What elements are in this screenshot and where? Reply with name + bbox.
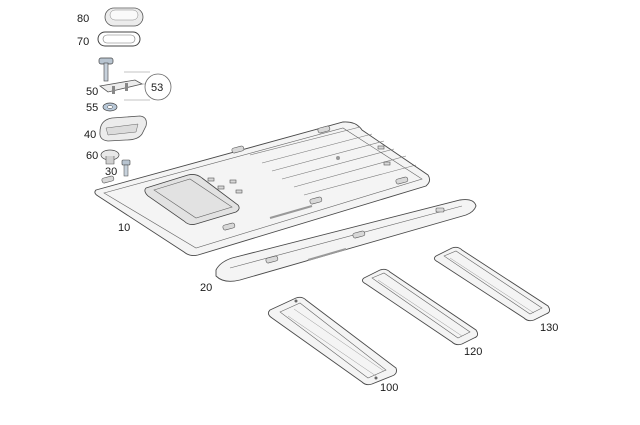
label-40: 40: [84, 129, 96, 141]
part-70-gasket[interactable]: [97, 31, 141, 47]
label-70: 70: [77, 36, 89, 48]
part-40-housing[interactable]: [99, 115, 147, 142]
part-80-cap[interactable]: [104, 7, 144, 27]
part-30-screw[interactable]: [121, 159, 131, 177]
part-120-roof-bow[interactable]: [361, 268, 479, 346]
label-30: 30: [105, 166, 117, 178]
label-50: 50: [86, 86, 98, 98]
part-100-front-bow[interactable]: [267, 296, 397, 386]
label-80: 80: [77, 13, 89, 25]
label-55: 55: [86, 102, 98, 114]
part-20-rear-panel[interactable]: [215, 199, 477, 282]
label-100: 100: [380, 382, 398, 394]
label-60: 60: [86, 150, 98, 162]
label-20: 20: [200, 282, 212, 294]
part-50-bolt-bracket[interactable]: [98, 57, 144, 94]
part-55-washer[interactable]: [102, 102, 118, 112]
label-120: 120: [464, 346, 482, 358]
part-130-roof-bow[interactable]: [433, 246, 551, 322]
part-10-roof-panel[interactable]: [94, 121, 431, 257]
label-10: 10: [118, 222, 130, 234]
label-130: 130: [540, 322, 558, 334]
label-53: 53: [151, 82, 163, 94]
part-60-clip[interactable]: [100, 149, 120, 165]
callout-53-circle: [144, 73, 172, 101]
